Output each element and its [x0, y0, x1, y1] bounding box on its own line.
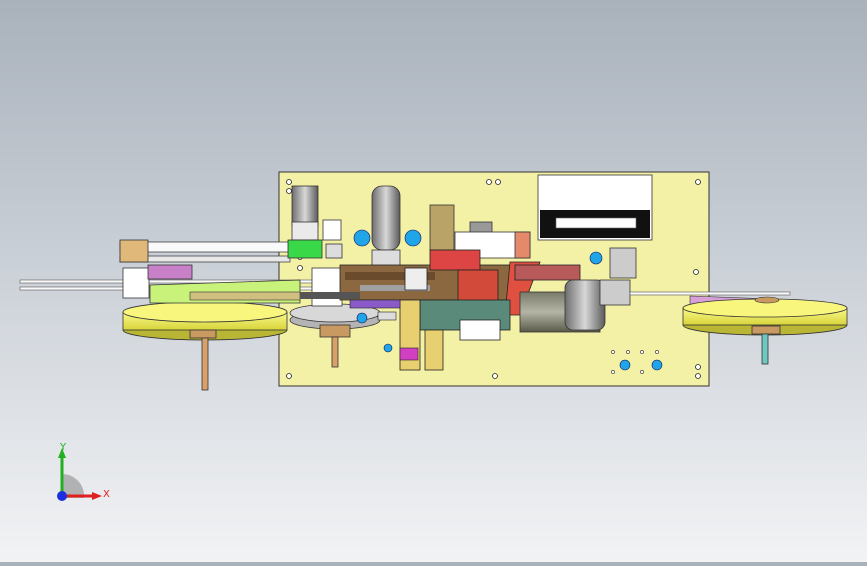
- display-panel: [537, 174, 653, 241]
- left-bracket: [119, 239, 149, 263]
- z-axis-dot: [57, 491, 67, 501]
- drive-motor[interactable]: [519, 279, 631, 333]
- triad-plane: [62, 473, 85, 498]
- mounting-holes: [286, 179, 701, 379]
- right-turntable[interactable]: [682, 296, 848, 365]
- x-axis-arrow: [92, 492, 102, 500]
- vertical-cylinder: [371, 185, 401, 251]
- x-axis-label: X: [103, 489, 110, 500]
- left-turntable[interactable]: [122, 301, 288, 391]
- right-block: [609, 247, 637, 279]
- cylinder-left: [291, 185, 319, 227]
- y-axis-arrow: [58, 448, 66, 458]
- right-rail: [629, 291, 791, 296]
- axis-triad-svg: [57, 448, 102, 501]
- axis-triad: Y X: [48, 438, 118, 508]
- blue-rollers: [353, 229, 663, 371]
- upright-block: [429, 204, 455, 251]
- hole-grid: [611, 350, 659, 374]
- y-axis-label: Y: [60, 442, 67, 453]
